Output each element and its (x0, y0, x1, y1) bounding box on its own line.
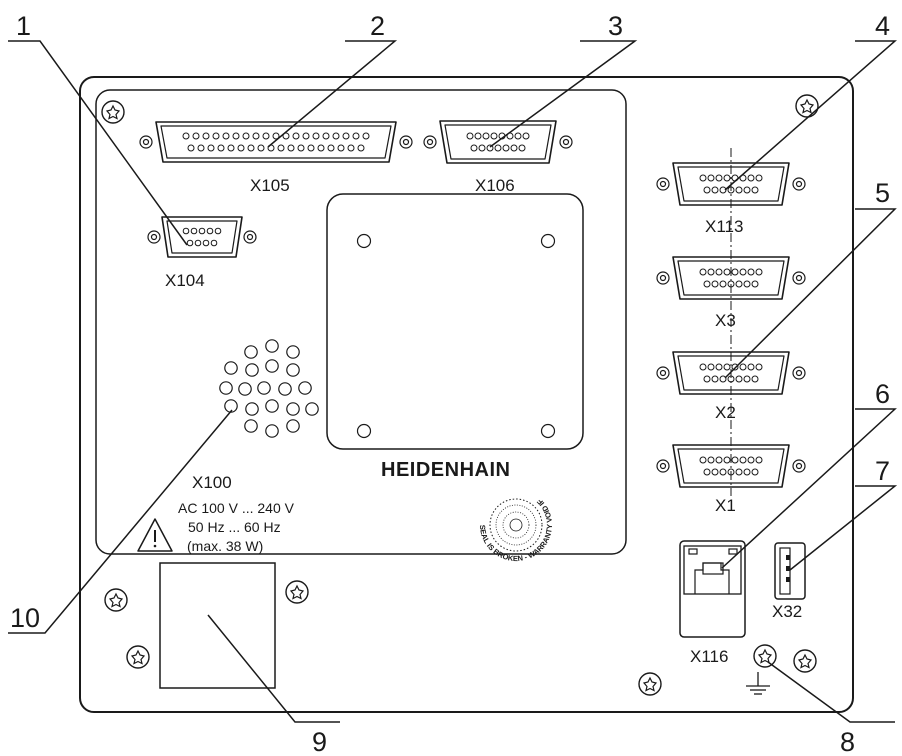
callout-5: 5 (875, 178, 890, 208)
x104-label: X104 (165, 271, 205, 290)
x105-pins (182, 132, 370, 152)
x113-label: X113 (705, 217, 743, 236)
pin (232, 132, 240, 140)
callout-3: 3 (608, 11, 623, 41)
callout-7: 7 (875, 456, 890, 486)
grille-hole (245, 402, 259, 416)
usb-icon (774, 542, 806, 600)
display-mount (326, 193, 584, 450)
power-max: (max. 38 W) (187, 538, 263, 554)
pin (197, 144, 205, 152)
pin (262, 132, 270, 140)
x3-label: X3 (715, 311, 736, 330)
grille-hole (245, 363, 259, 377)
pin (352, 132, 360, 140)
x32-label: X32 (772, 602, 802, 621)
grille-hole (244, 419, 258, 433)
pin (297, 144, 305, 152)
x116-label: X116 (690, 647, 728, 666)
screw-icon (793, 649, 817, 673)
grille-hole (224, 361, 238, 375)
x106-label: X106 (475, 176, 515, 195)
screw-icon (638, 672, 662, 696)
pin (357, 144, 365, 152)
pin (202, 132, 210, 140)
screw-icon (101, 100, 125, 124)
grille-hole (286, 363, 300, 377)
power-voltage: AC 100 V ... 240 V (178, 500, 295, 516)
pin (312, 132, 320, 140)
pin (272, 132, 280, 140)
warning-icon (137, 518, 173, 552)
pin (287, 144, 295, 152)
callout-1: 1 (16, 11, 31, 41)
grille-hole (278, 382, 292, 396)
pin (302, 132, 310, 140)
pin (332, 132, 340, 140)
callout-4: 4 (875, 11, 890, 41)
grille-hole (265, 424, 279, 438)
pin (242, 132, 250, 140)
screw-icon (795, 94, 819, 118)
pin (192, 132, 200, 140)
pin (207, 144, 215, 152)
x1-label: X1 (715, 496, 736, 515)
callout-10: 10 (10, 603, 40, 633)
grille-hole (265, 399, 279, 413)
pin (212, 132, 220, 140)
pin (237, 144, 245, 152)
pin (182, 132, 190, 140)
pin (257, 144, 265, 152)
pin (187, 144, 195, 152)
brand-logo: HEIDENHAIN (381, 459, 510, 481)
callout-2: 2 (370, 11, 385, 41)
callout-6: 6 (875, 379, 890, 409)
grille-hole (286, 402, 300, 416)
screw-icon (285, 580, 309, 604)
pin (252, 132, 260, 140)
grille-hole (244, 345, 258, 359)
pin (347, 144, 355, 152)
x105-label: X105 (250, 176, 290, 195)
pin (362, 132, 370, 140)
pin (227, 144, 235, 152)
screw-icon (126, 645, 150, 669)
power-frequency: 50 Hz ... 60 Hz (188, 519, 281, 535)
pin (317, 144, 325, 152)
grille-hole (265, 339, 279, 353)
rj45-icon (679, 540, 746, 638)
x100-label: X100 (192, 473, 232, 492)
grille-hole (286, 419, 300, 433)
pin (277, 144, 285, 152)
ground-icon (746, 672, 770, 695)
pin (217, 144, 225, 152)
screw-icon (753, 644, 777, 668)
speaker-grille-icon (219, 339, 319, 438)
x2-label: X2 (715, 403, 736, 422)
pin (337, 144, 345, 152)
grille-hole (219, 381, 233, 395)
pin (342, 132, 350, 140)
pin (322, 132, 330, 140)
pin (327, 144, 335, 152)
pin (222, 132, 230, 140)
pin (307, 144, 315, 152)
grille-hole (305, 402, 319, 416)
screw-icon (104, 588, 128, 612)
grille-hole (265, 359, 279, 373)
callout-8: 8 (840, 727, 855, 756)
leader-lines (8, 40, 898, 723)
grille-hole (286, 345, 300, 359)
pin (292, 132, 300, 140)
grille-hole (257, 381, 271, 395)
pin (247, 144, 255, 152)
callout-9: 9 (312, 727, 327, 756)
pin (282, 132, 290, 140)
grille-hole (298, 381, 312, 395)
grille-hole (238, 382, 252, 396)
